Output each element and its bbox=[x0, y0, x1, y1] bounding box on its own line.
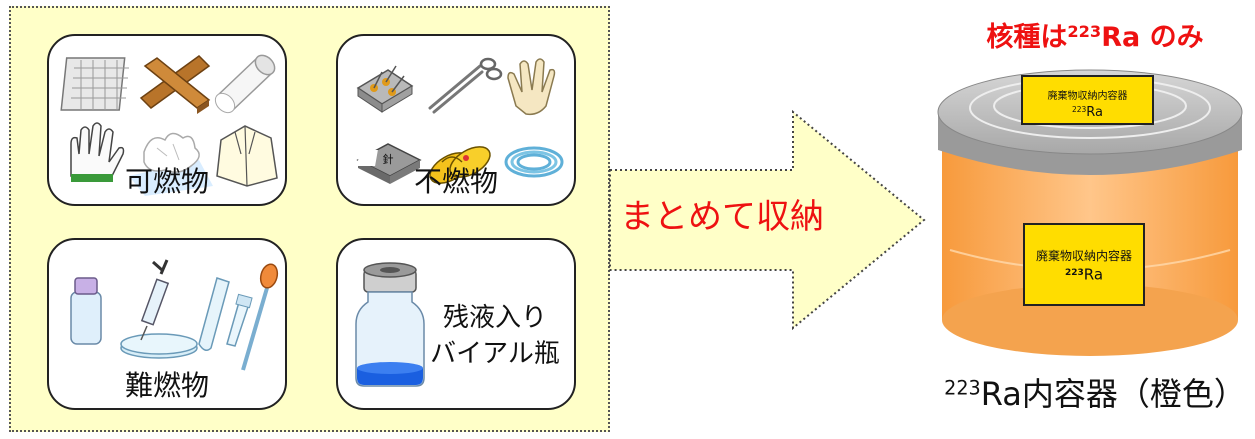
flame-retardant-label: 難燃物 bbox=[124, 369, 209, 402]
waste-categories-panel: 可燃物 針 bbox=[9, 6, 610, 432]
noncombustible-label: 不燃物 bbox=[413, 165, 498, 198]
vial-label: 残液入り バイアル瓶 bbox=[430, 303, 560, 369]
combustible-label: 可燃物 bbox=[124, 165, 209, 198]
latex-glove-icon bbox=[507, 58, 556, 116]
paper-roll-icon bbox=[214, 54, 276, 114]
glove-icon bbox=[70, 122, 125, 182]
vial-icon bbox=[355, 262, 425, 387]
arrow-label: まとめて収納 bbox=[620, 197, 824, 237]
gauze-icon bbox=[60, 57, 129, 111]
container-caption: 223Ra内容器（橙色） bbox=[944, 375, 1246, 413]
needle-box-icon: 針 bbox=[356, 143, 422, 184]
scissors-icon bbox=[428, 57, 503, 114]
noncombustible-box: 針 不燃物 bbox=[336, 34, 576, 206]
lid-label-tag: 廃棄物収納内容器 223Ra bbox=[1021, 75, 1154, 125]
test-tube-icon bbox=[198, 277, 230, 351]
collect-arrow bbox=[609, 110, 926, 330]
flame-retardant-box: 難燃物 bbox=[47, 238, 287, 410]
nuclide-note: 核種は223Ra のみ bbox=[986, 22, 1204, 53]
lab-coat-icon bbox=[216, 125, 278, 187]
pipette-tip-icon bbox=[226, 293, 253, 347]
bottle-icon bbox=[70, 277, 102, 345]
ra-container-illustration bbox=[937, 69, 1243, 356]
petri-dish-icon bbox=[120, 333, 198, 359]
needle-case-icon bbox=[356, 65, 414, 113]
tube-icon bbox=[504, 146, 564, 178]
combustible-box: 可燃物 bbox=[47, 34, 287, 206]
vial-box: 残液入り バイアル瓶 bbox=[336, 238, 576, 410]
tissue-icon bbox=[129, 132, 213, 196]
syringe-icon bbox=[140, 259, 170, 341]
container-lid bbox=[937, 69, 1243, 175]
dropper-icon bbox=[241, 263, 279, 371]
slippers-icon bbox=[429, 146, 491, 184]
wood-icon bbox=[139, 55, 211, 114]
body-label-tag: 廃棄物収納内容器 223Ra bbox=[1023, 223, 1145, 306]
svg-text:針: 針 bbox=[383, 152, 394, 166]
